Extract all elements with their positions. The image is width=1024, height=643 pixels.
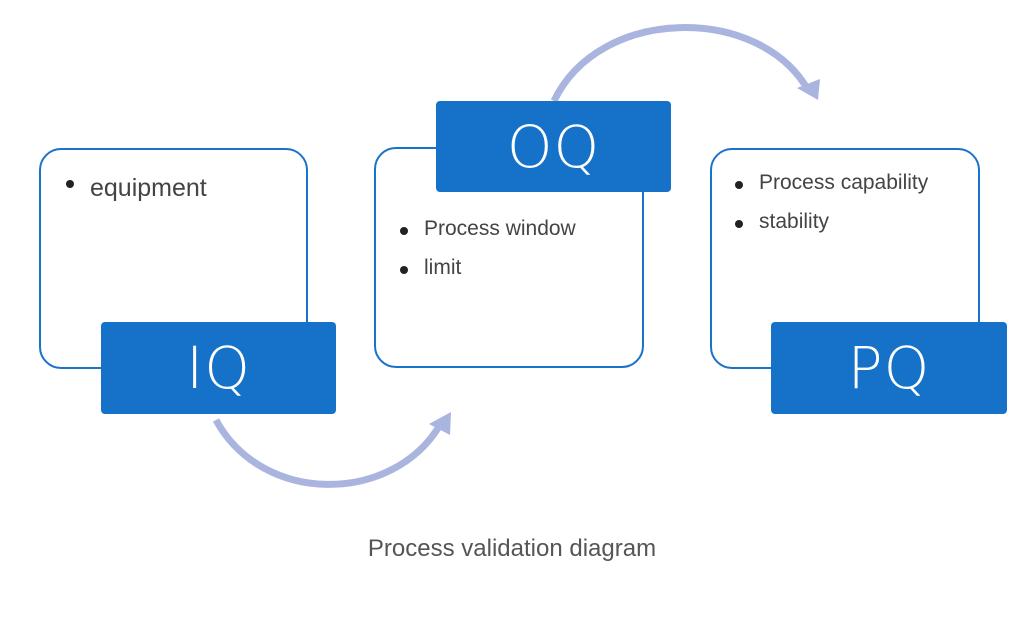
oq-bullet-item: Process window xyxy=(398,217,576,241)
pq-bullet-item: stability xyxy=(733,210,928,234)
iq-bullet-item: equipment xyxy=(64,174,207,203)
pq-bullet-list: Process capability stability xyxy=(733,171,928,249)
oq-bullet-list: Process window limit xyxy=(398,217,576,295)
arrow-iq-to-oq-head xyxy=(429,412,451,435)
diagram-caption: Process validation diagram xyxy=(367,535,657,562)
oq-label-box: OQ xyxy=(436,101,671,192)
arrow-oq-to-pq-head xyxy=(797,79,820,100)
pq-bullet-item: Process capability xyxy=(733,171,928,195)
oq-bullet-item: limit xyxy=(398,256,576,280)
arrow-iq-to-oq xyxy=(212,418,443,488)
iq-label-box: IQ xyxy=(101,322,336,414)
iq-bullet-list: equipment xyxy=(64,174,207,203)
arrow-oq-to-pq xyxy=(550,24,812,103)
pq-label-box: PQ xyxy=(771,322,1007,414)
